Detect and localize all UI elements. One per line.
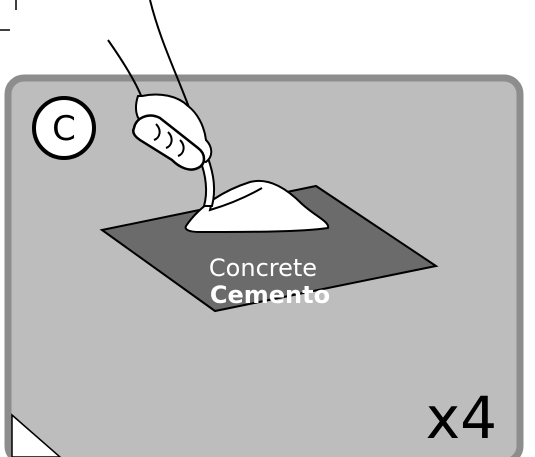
material-label-es: Cemento xyxy=(210,281,330,309)
step-letter: C xyxy=(52,109,76,149)
quantity-label: x4 xyxy=(426,384,497,452)
corner-mark xyxy=(0,0,16,30)
material-label-en: Concrete xyxy=(209,254,317,282)
step-badge: C xyxy=(34,98,94,158)
